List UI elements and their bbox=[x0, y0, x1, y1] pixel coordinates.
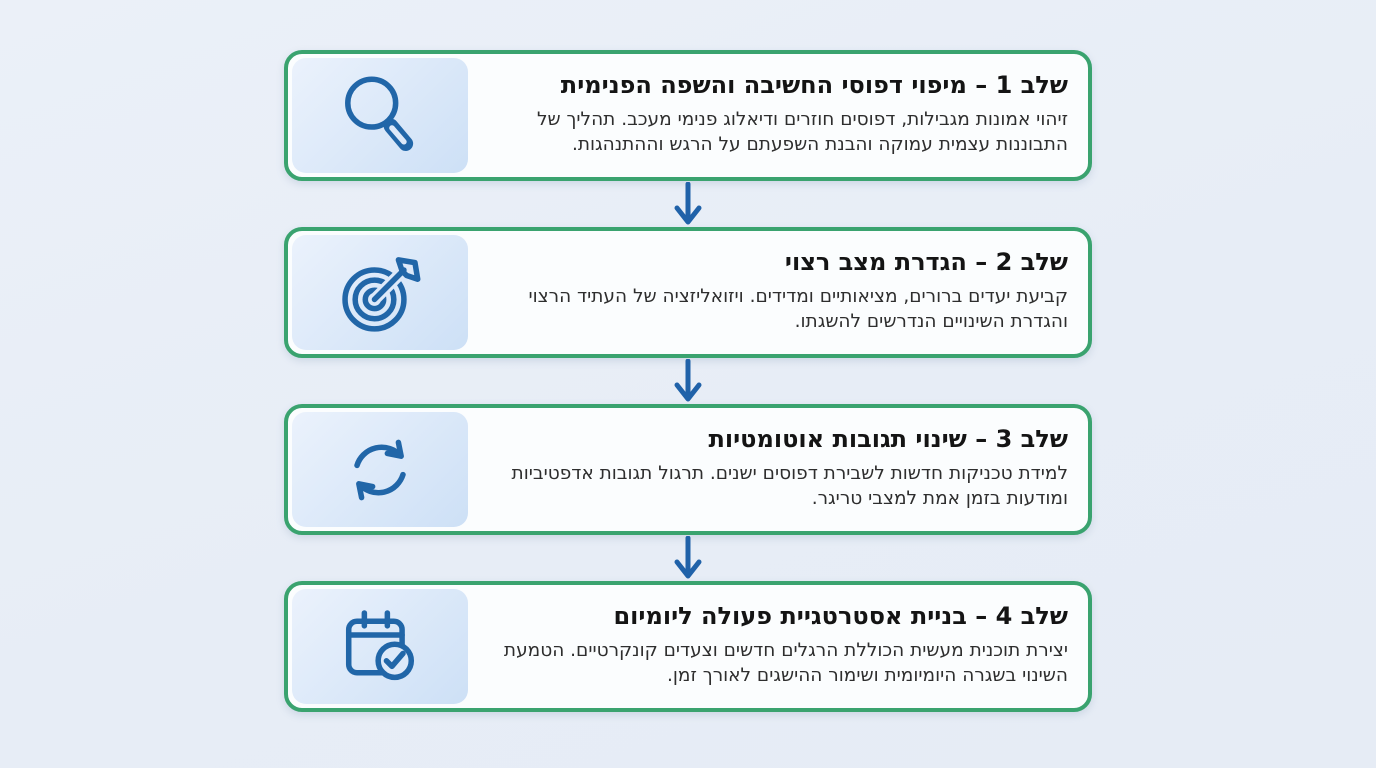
step-card-3: שלב 3 – שינוי תגובות אוטומטיות למידת טכנ… bbox=[284, 404, 1092, 535]
step-3-title: שלב 3 – שינוי תגובות אוטומטיות bbox=[708, 425, 1068, 454]
step-3-icon-panel bbox=[292, 412, 468, 527]
target-icon bbox=[342, 256, 421, 332]
down-arrow-icon bbox=[674, 536, 702, 579]
step-2-description: קביעת יעדים ברורים, מציאותיים ומדידים. ו… bbox=[528, 285, 1068, 333]
connector-1 bbox=[284, 181, 1092, 227]
step-card-1: שלב 1 – מיפוי דפוסי החשיבה והשפה הפנימית… bbox=[284, 50, 1092, 181]
step-4-text: שלב 4 – בניית אסטרטגיית פעולה ליומיום יצ… bbox=[472, 585, 1088, 708]
step-1-description: זיהוי אמונות מגבילות, דפוסים חוזרים ודיא… bbox=[536, 108, 1068, 156]
connector-3 bbox=[284, 535, 1092, 581]
down-arrow-icon bbox=[674, 359, 702, 402]
step-4-title: שלב 4 – בניית אסטרטגיית פעולה ליומיום bbox=[613, 602, 1068, 631]
step-3-description: למידת טכניקות חדשות לשבירת דפוסים ישנים.… bbox=[511, 462, 1068, 510]
step-card-2: שלב 2 – הגדרת מצב רצוי קביעת יעדים ברורי… bbox=[284, 227, 1092, 358]
connector-2 bbox=[284, 358, 1092, 404]
refresh-icon bbox=[354, 439, 406, 500]
step-3-text: שלב 3 – שינוי תגובות אוטומטיות למידת טכנ… bbox=[472, 408, 1088, 531]
step-2-title: שלב 2 – הגדרת מצב רצוי bbox=[784, 248, 1068, 277]
step-1-text: שלב 1 – מיפוי דפוסי החשיבה והשפה הפנימית… bbox=[472, 54, 1088, 177]
calendar-check-icon bbox=[345, 609, 415, 680]
magnifier-icon bbox=[345, 75, 414, 151]
down-arrow-icon bbox=[674, 182, 702, 225]
step-1-icon-panel bbox=[292, 58, 468, 173]
step-2-icon-panel bbox=[292, 235, 468, 350]
step-card-4: שלב 4 – בניית אסטרטגיית פעולה ליומיום יצ… bbox=[284, 581, 1092, 712]
step-4-description: יצירת תוכנית מעשית הכוללת הרגלים חדשים ו… bbox=[503, 639, 1068, 687]
step-4-icon-panel bbox=[292, 589, 468, 704]
steps-flow: שלב 1 – מיפוי דפוסי החשיבה והשפה הפנימית… bbox=[284, 50, 1092, 712]
step-2-text: שלב 2 – הגדרת מצב רצוי קביעת יעדים ברורי… bbox=[472, 231, 1088, 354]
step-1-title: שלב 1 – מיפוי דפוסי החשיבה והשפה הפנימית bbox=[560, 71, 1068, 100]
